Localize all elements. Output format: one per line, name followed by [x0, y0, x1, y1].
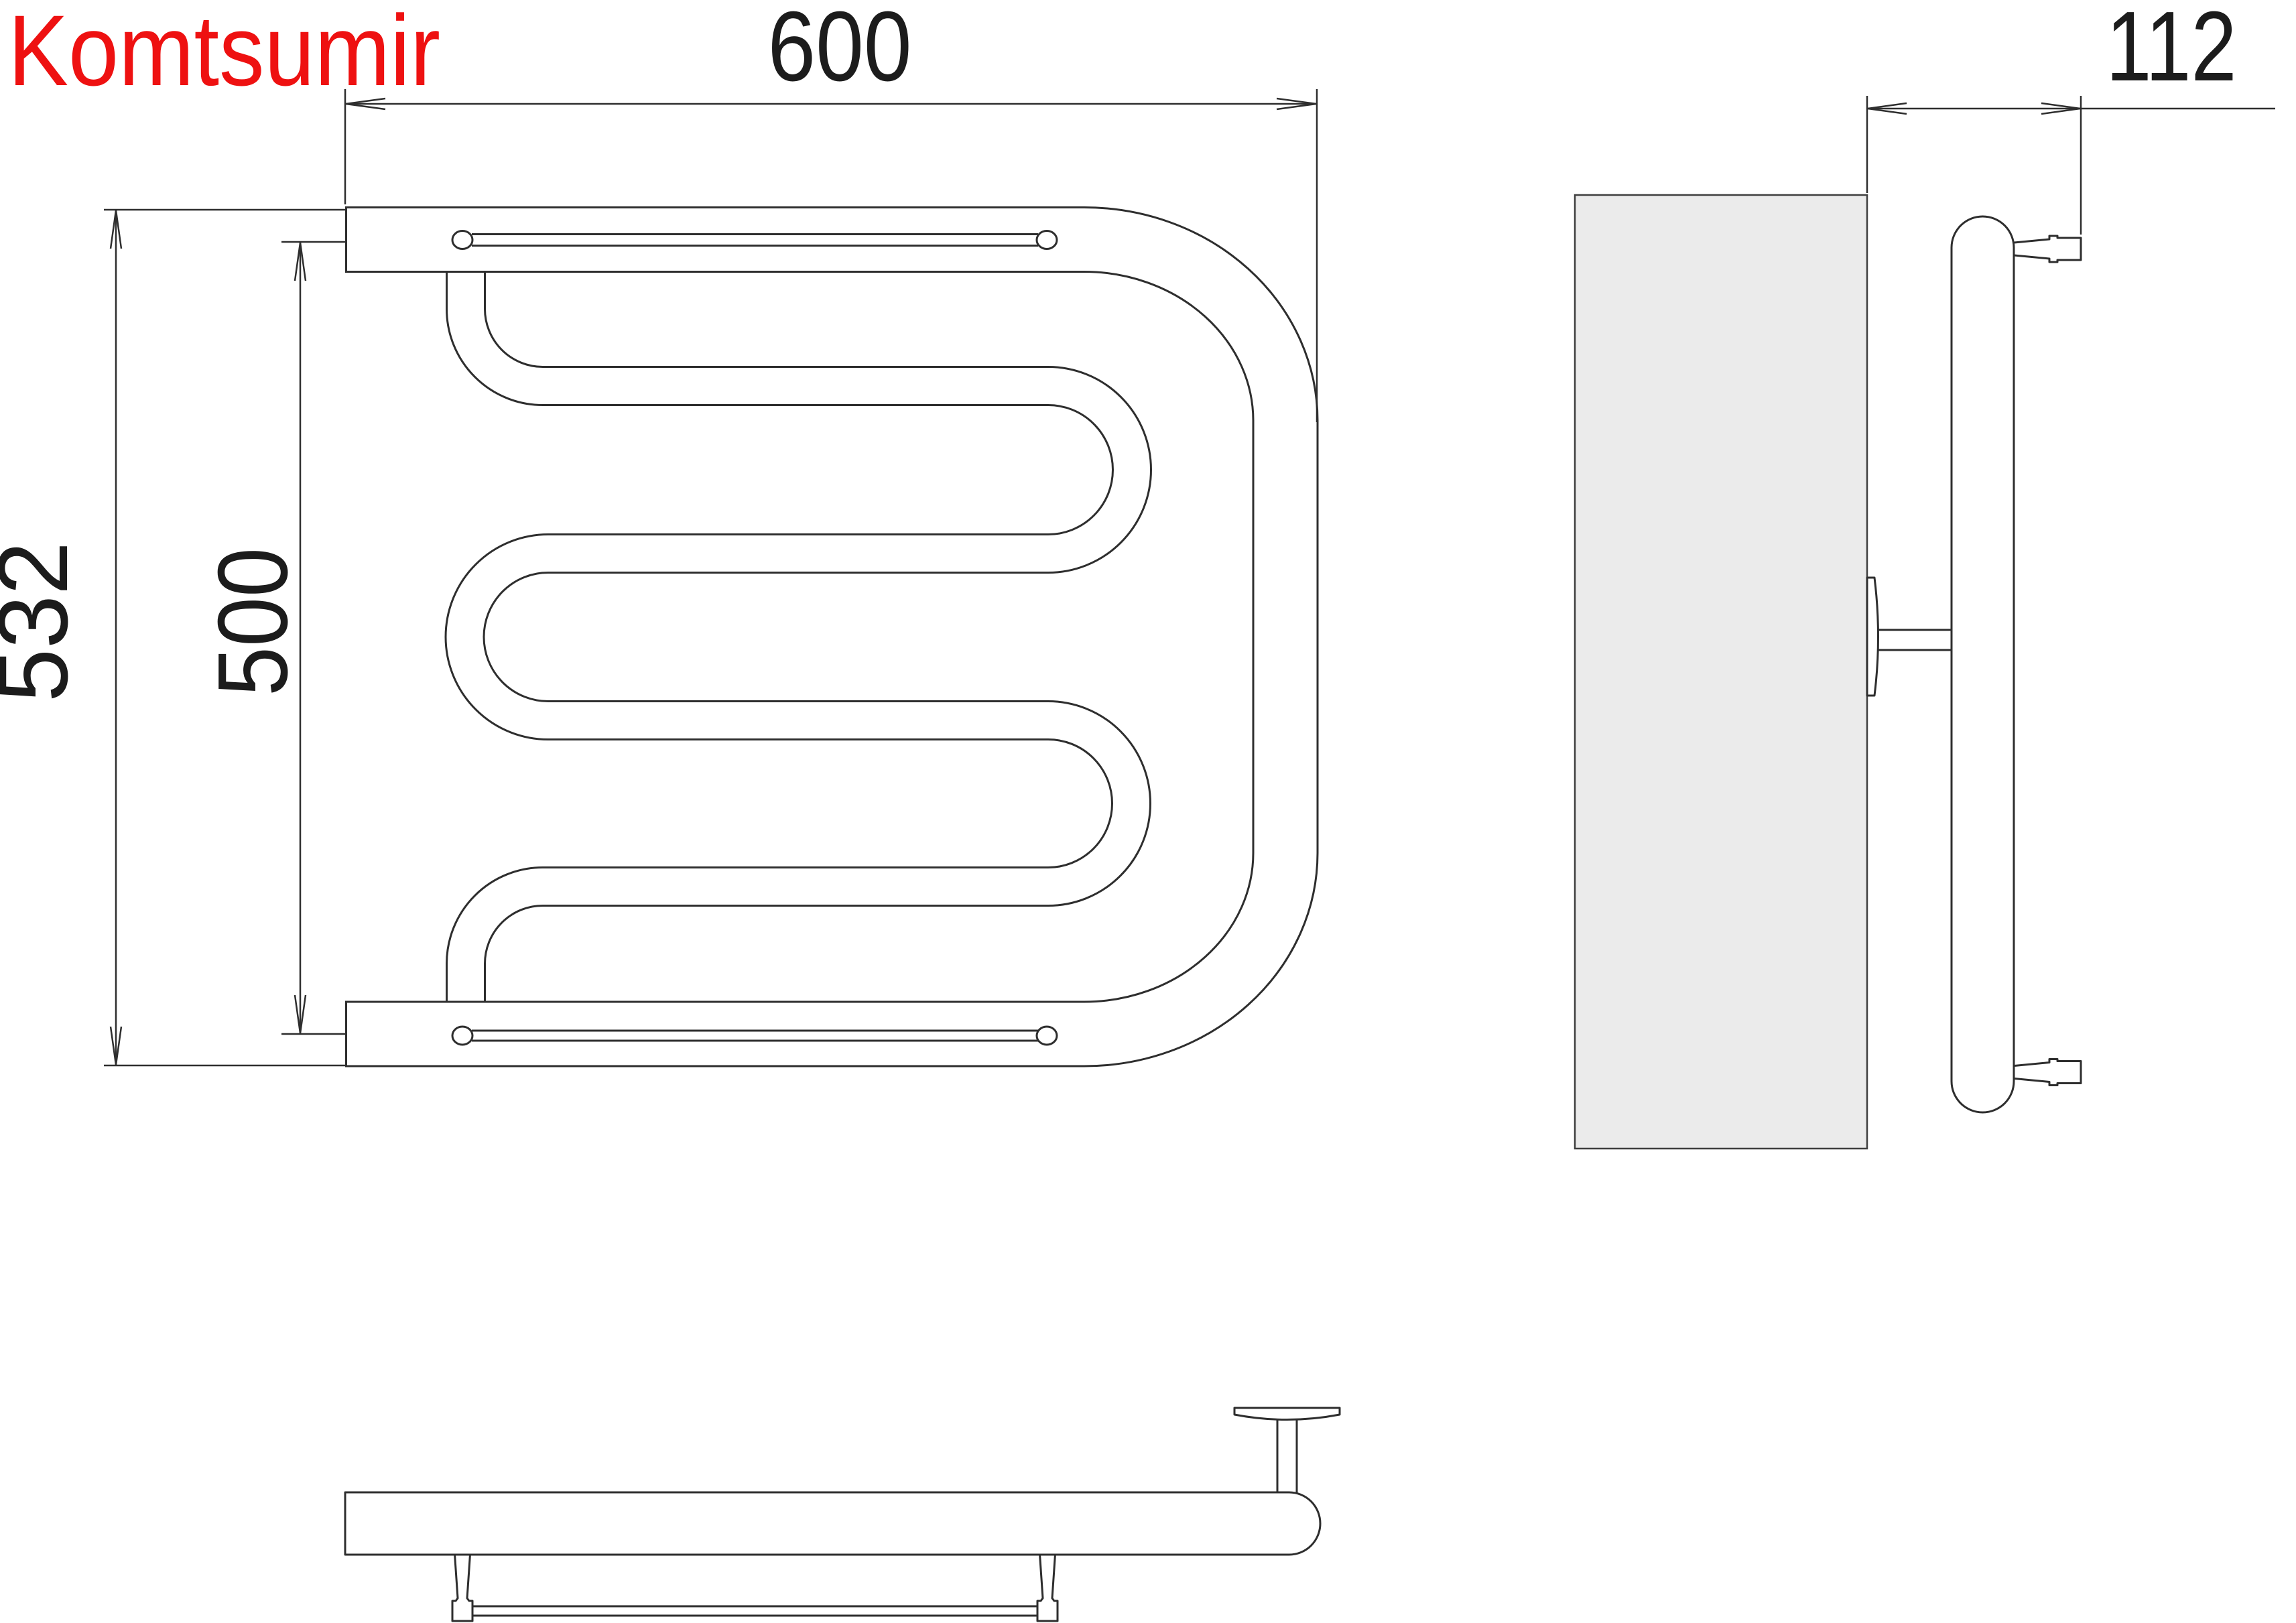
extension-lines: [104, 208, 346, 1067]
serpentine-tube-body: [446, 258, 1150, 1015]
dim-arrow-right-icon: [2041, 102, 2081, 115]
rail-end-left: [451, 1025, 474, 1046]
bottom-towel-rail: [451, 1025, 1058, 1046]
top-pipe-fitting: [2006, 235, 2082, 263]
dim-arrow-down-icon: [294, 994, 307, 1034]
dim-arrow-up-icon: [109, 210, 123, 249]
dimension-axis-height: 500: [198, 241, 346, 1035]
dim-arrow-up-icon: [294, 242, 307, 281]
dim-label-532: 532: [0, 541, 88, 702]
plan-rail-post-right: [1036, 1548, 1059, 1622]
bracket-arm: [1871, 629, 1954, 651]
rail-end-right: [1035, 230, 1058, 250]
dim-label-500: 500: [198, 547, 308, 696]
wall-section: [1574, 194, 1868, 1150]
plan-rail-post-left: [451, 1548, 474, 1622]
extension-lines: [344, 89, 1318, 422]
rail-end-left: [451, 230, 474, 250]
front-view: [345, 206, 1319, 1067]
top-towel-rail: [451, 230, 1058, 250]
brand-logo-text: Komtsumir: [8, 0, 440, 107]
plan-bracket-stem: [1276, 1416, 1298, 1502]
dim-arrow-left-icon: [345, 97, 386, 111]
dim-arrow-down-icon: [109, 1026, 123, 1065]
plan-bracket-plate: [1233, 1407, 1341, 1421]
extension-lines: [1866, 96, 2082, 235]
dimension-top-width: 600: [344, 0, 1318, 422]
bracket-wall-plate: [1866, 576, 1879, 697]
bottom-pipe-fitting: [2006, 1058, 2082, 1086]
plan-tube: [344, 1491, 1322, 1556]
dim-arrow-right-icon: [1276, 97, 1317, 111]
side-tube-profile: [1950, 215, 2015, 1114]
dim-label-112: 112: [2106, 0, 2237, 102]
dimension-depth: 112: [1866, 0, 2275, 235]
plan-view: [344, 1407, 1341, 1622]
dim-label-600: 600: [768, 0, 912, 102]
dimension-overall-height: 532: [0, 208, 346, 1067]
dim-arrow-left-icon: [1867, 102, 1907, 115]
side-view: [1574, 194, 2082, 1150]
collector-bar-body: [345, 208, 1317, 1065]
rail-end-right: [1035, 1025, 1058, 1046]
extension-lines: [281, 241, 346, 1035]
plan-rail-lines: [472, 1605, 1038, 1617]
